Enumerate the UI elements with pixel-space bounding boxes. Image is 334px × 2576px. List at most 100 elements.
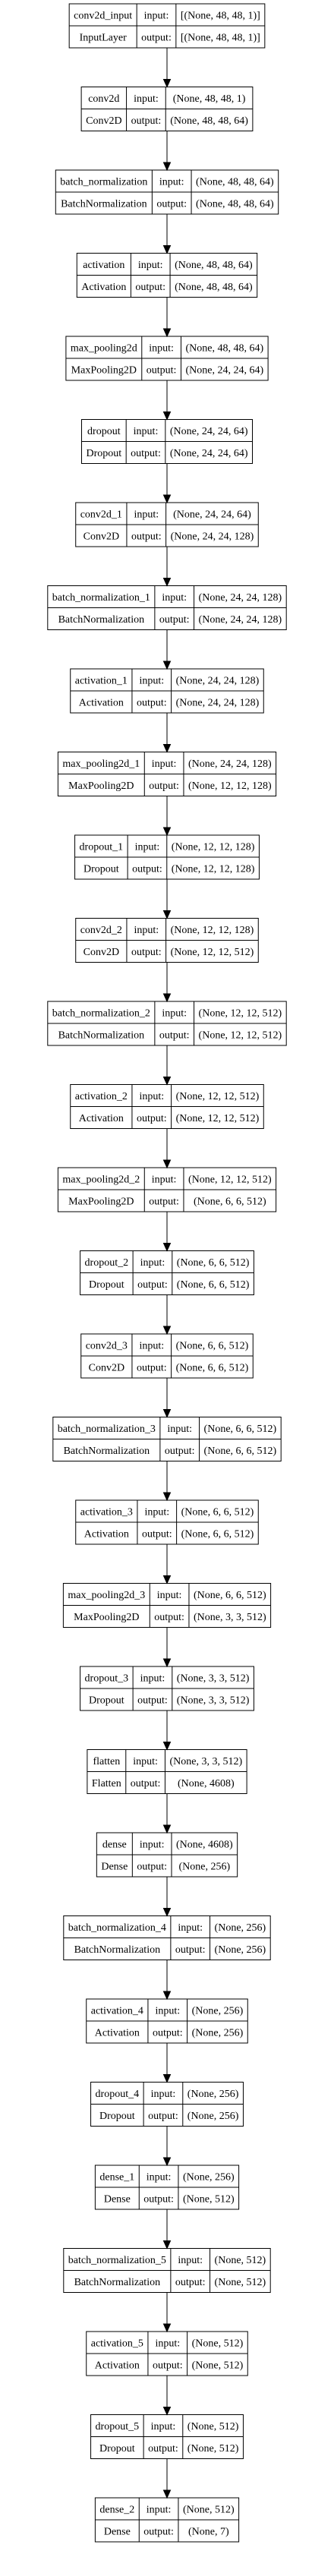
output-label: output: — [149, 780, 179, 792]
output-label: output: — [131, 448, 161, 459]
output-label: output: — [131, 531, 162, 543]
layer-type: Conv2D — [84, 531, 119, 543]
arrowhead — [162, 1492, 172, 1502]
output-shape: (None, 256) — [179, 1862, 231, 1873]
layer-name: dropout — [87, 426, 121, 437]
output-label: output: — [142, 1529, 172, 1540]
input-shape: (None, 3, 3, 512) — [177, 1673, 250, 1685]
input-shape: (None, 256) — [187, 2089, 239, 2100]
layer-type: BatchNormalization — [74, 2277, 161, 2288]
layer-name: conv2d_3 — [86, 1341, 128, 1352]
output-label: output: — [141, 33, 172, 44]
input-shape: (None, 256) — [183, 2172, 235, 2183]
layer-name: dense_2 — [99, 2505, 134, 2516]
layer-name: conv2d_input — [74, 11, 132, 22]
input-shape: (None, 512) — [192, 2338, 244, 2350]
layer-name: dense — [102, 1840, 127, 1851]
arrowhead — [162, 1824, 172, 1834]
layer-type: Conv2D — [86, 115, 121, 127]
layer-name: batch_normalization_3 — [58, 1424, 156, 1435]
layer-name: dropout_2 — [85, 1257, 129, 1269]
layer-type: MaxPooling2D — [74, 1612, 139, 1623]
input-label: input: — [133, 1756, 158, 1767]
output-shape: (None, 512) — [192, 2360, 244, 2372]
layer-name: activation_1 — [75, 676, 128, 687]
layer-name: flatten — [93, 1756, 120, 1767]
output-label: output: — [175, 1944, 206, 1956]
layer-type: MaxPooling2D — [68, 780, 134, 792]
input-label: input: — [144, 1507, 169, 1518]
layer-type: MaxPooling2D — [71, 365, 137, 377]
output-shape: (None, 4608) — [178, 1778, 235, 1789]
input-shape: (None, 6, 6, 512) — [177, 1257, 250, 1269]
output-shape: (None, 512) — [215, 2277, 266, 2288]
input-shape: (None, 3, 3, 512) — [169, 1756, 242, 1767]
layer-type: Activation — [81, 282, 126, 293]
output-shape: (None, 48, 48, 64) — [170, 115, 248, 127]
input-shape: (None, 48, 48, 64) — [175, 260, 253, 271]
layer-name: activation — [83, 260, 124, 271]
output-shape: (None, 24, 24, 64) — [170, 448, 248, 459]
output-label: output: — [148, 2111, 178, 2122]
output-label: output: — [159, 614, 190, 626]
layer-name: dropout_3 — [85, 1673, 129, 1685]
layer-name: dense_1 — [99, 2172, 134, 2183]
output-label: output: — [131, 115, 162, 127]
output-label: output: — [159, 1030, 190, 1042]
input-shape: (None, 24, 24, 64) — [173, 509, 251, 521]
arrowhead — [162, 494, 172, 504]
layer-name: max_pooling2d_3 — [68, 1590, 145, 1601]
output-label: output: — [143, 2527, 174, 2538]
input-shape: (None, 24, 24, 128) — [188, 758, 272, 770]
output-label: output: — [156, 199, 187, 210]
layer-type: Dense — [104, 2194, 131, 2206]
output-shape: (None, 12, 12, 128) — [172, 864, 255, 875]
output-label: output: — [153, 2028, 183, 2039]
layer-type: Activation — [95, 2360, 140, 2372]
layer-name: max_pooling2d_2 — [62, 1174, 140, 1186]
arrowhead — [162, 411, 172, 421]
output-shape: (None, 3, 3, 512) — [177, 1695, 250, 1707]
input-shape: (None, 4608) — [176, 1840, 233, 1851]
input-label: input: — [157, 1590, 182, 1601]
output-shape: (None, 24, 24, 128) — [199, 614, 282, 626]
layer-type: Dropout — [99, 2111, 135, 2122]
input-label: input: — [159, 177, 184, 188]
output-shape: (None, 12, 12, 512) — [199, 1030, 282, 1042]
input-label: input: — [134, 93, 159, 105]
input-shape: (None, 48, 48, 64) — [185, 343, 263, 355]
output-label: output: — [175, 2277, 206, 2288]
arrowhead — [162, 1575, 172, 1584]
layer-type: Flatten — [92, 1778, 121, 1789]
output-label: output: — [149, 1197, 179, 1208]
arrowhead — [162, 2074, 172, 2083]
layer-type: Activation — [79, 698, 124, 709]
output-label: output: — [147, 365, 177, 377]
input-shape: (None, 256) — [215, 1922, 266, 1934]
layer-type: Conv2D — [89, 1363, 124, 1374]
arrowhead — [162, 993, 172, 1003]
layer-name: dropout_1 — [80, 842, 124, 853]
output-shape: (None, 3, 3, 512) — [194, 1612, 266, 1623]
layer-name: batch_normalization_1 — [52, 592, 150, 604]
input-label: input: — [138, 260, 163, 271]
layer-type: Activation — [95, 2028, 140, 2039]
output-shape: (None, 24, 24, 64) — [185, 365, 263, 377]
layer-type: Dropout — [87, 448, 122, 459]
output-label: output: — [137, 1113, 167, 1124]
input-label: input: — [139, 1091, 164, 1102]
arrowhead — [162, 1409, 172, 1418]
input-label: input: — [134, 509, 159, 521]
layer-type: Dropout — [84, 864, 119, 875]
input-label: input: — [147, 2505, 172, 2516]
arrowhead — [162, 245, 172, 254]
layer-type: BatchNormalization — [58, 614, 145, 626]
layer-type: BatchNormalization — [64, 1446, 150, 1457]
input-shape: (None, 6, 6, 512) — [204, 1424, 277, 1435]
input-label: input: — [162, 592, 187, 604]
arrowhead — [162, 1742, 172, 1751]
input-label: input: — [152, 758, 177, 770]
input-shape: [(None, 48, 48, 1)] — [181, 11, 260, 22]
input-label: input: — [152, 1174, 177, 1186]
